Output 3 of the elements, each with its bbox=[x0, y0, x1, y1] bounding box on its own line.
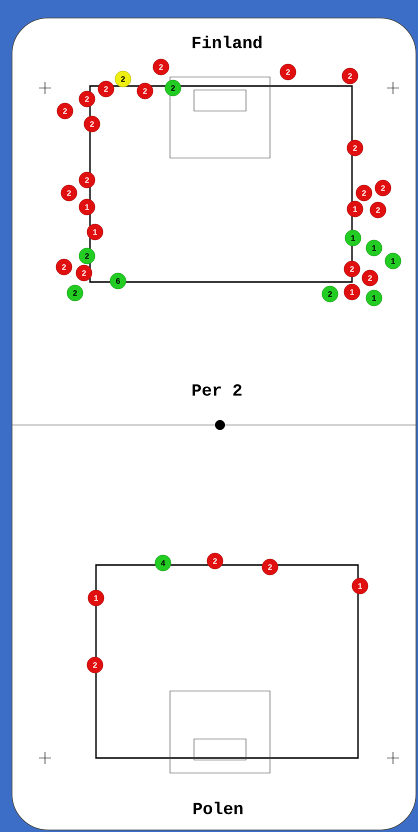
team-label: Polen bbox=[194, 802, 242, 814]
team-label: Finland bbox=[192, 36, 262, 48]
team-label: Per 2 bbox=[192, 384, 242, 396]
